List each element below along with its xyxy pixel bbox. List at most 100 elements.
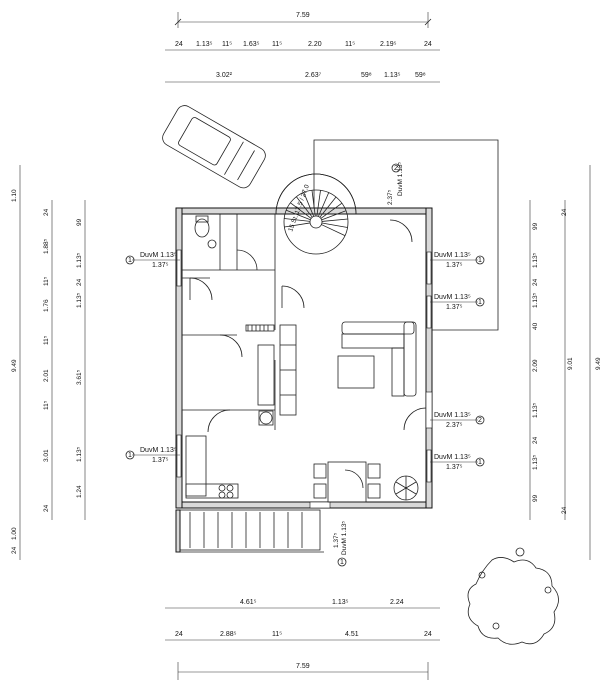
right-overall-dim: 9.49 xyxy=(595,357,602,370)
right-dim: 40 xyxy=(532,322,539,330)
window-label: DuvM 1.13⁵ xyxy=(397,162,404,196)
left-c2-dim: 1.13⁵ xyxy=(76,292,83,308)
marker-1: 1 xyxy=(128,452,132,459)
window-label: DuvM 1.13⁵ xyxy=(434,252,471,259)
drawing-line xyxy=(321,210,347,221)
drawing-line xyxy=(320,202,343,219)
window-label: 1.37⁵ xyxy=(446,262,463,269)
bottom-r2-dim: 4.51 xyxy=(345,631,359,638)
kitchen-fixtures xyxy=(185,324,297,499)
dining-table xyxy=(313,461,381,503)
marker-2: 2 xyxy=(394,165,398,172)
right-dim: 24 xyxy=(532,436,539,444)
house-walls xyxy=(175,207,433,509)
window-label: DuvM 1.13⁵ xyxy=(140,447,177,454)
top-r1-dim: 24 xyxy=(424,41,432,48)
top-r1-dim: 1.63⁵ xyxy=(243,41,260,48)
right-dim: 24 xyxy=(561,208,568,216)
marker-1: 1 xyxy=(478,257,482,264)
drawing-line xyxy=(284,222,311,228)
entrance-steps xyxy=(175,509,324,553)
left-overall-dim: 9.49 xyxy=(11,359,18,372)
left-outer-dim: 1.00 xyxy=(11,527,18,540)
window-label: DuvM 1.13⁵ xyxy=(434,454,471,461)
drawing-line xyxy=(286,209,311,221)
bottom-r2-dim: 11⁵ xyxy=(272,631,282,638)
marker-2: 2 xyxy=(478,417,482,424)
car-outline xyxy=(162,105,266,189)
left-c2-dim: 1.13⁵ xyxy=(76,446,83,462)
right-dim: 99 xyxy=(532,222,539,230)
drawing-line xyxy=(303,192,315,217)
bathroom-fixtures xyxy=(194,215,217,249)
left-c1-dim: 24 xyxy=(11,546,18,554)
left-c1-dim: 11⁵ xyxy=(43,400,50,410)
left-c2-dim: 1.24 xyxy=(76,485,83,498)
bottom-r2-dim: 24 xyxy=(424,631,432,638)
left-c2-dim: 1.13⁵ xyxy=(76,252,83,268)
window-label: 1.37⁵ xyxy=(152,457,169,464)
right-dim: 24 xyxy=(561,506,568,514)
marker-1: 1 xyxy=(478,459,482,466)
window-label: DuvM 1.13⁵ xyxy=(140,252,177,259)
left-c1-dim: 11⁵ xyxy=(43,276,50,286)
top-r1-dim: 2.19⁵ xyxy=(380,41,397,48)
window-label: 1.37⁵ xyxy=(152,262,169,269)
left-c2-dim: 24 xyxy=(76,278,83,286)
top-r2-dim: 1.13⁵ xyxy=(384,72,401,79)
left-c1-dim: 2.01 xyxy=(43,369,50,382)
coffee-table xyxy=(337,355,375,389)
window-label: DuvM 1.13⁵ xyxy=(341,521,348,555)
top-dimension-lines: 7.59 24 1.13⁵ 11⁵ 1.63⁵ 11⁵ 2.20 11⁵ 2.1… xyxy=(165,12,440,83)
right-dim: 24 xyxy=(532,278,539,286)
window-label: DuvM 1.13⁵ xyxy=(434,412,471,419)
bottom-r1-dim: 2.24 xyxy=(390,599,404,606)
window-label: 1.37⁵ xyxy=(446,464,463,471)
drawing-line xyxy=(318,192,330,217)
bottom-r2-dim: 24 xyxy=(175,631,183,638)
drawing-line xyxy=(321,222,348,228)
top-r1-dim: 24 xyxy=(175,41,183,48)
window-label: 2.37⁵ xyxy=(387,189,394,205)
drawing-line xyxy=(321,224,346,236)
window-label: 1.37⁵ xyxy=(446,304,463,311)
window-label: 1.37⁵ xyxy=(333,532,340,548)
left-c2-dim: 99 xyxy=(76,218,83,226)
left-c1-dim: 3.01 xyxy=(43,449,50,462)
top-r2-dim: 59⁸ xyxy=(415,72,426,79)
drawing-line xyxy=(296,196,313,218)
window-label: 2.37⁵ xyxy=(446,422,463,429)
right-dim: 1.13⁵ xyxy=(532,402,539,418)
top-r1-dim: 1.13⁵ xyxy=(196,41,213,48)
top-overall-dim: 7.59 xyxy=(296,12,310,19)
drawing-line xyxy=(319,196,337,218)
plant-symbol xyxy=(393,475,419,501)
bottom-r1-dim: 4.61⁵ xyxy=(240,599,257,606)
sofa xyxy=(341,321,417,397)
right-dim: 99 xyxy=(532,494,539,502)
top-r1-dim: 11⁵ xyxy=(345,41,355,48)
top-r2-dim: 59⁸ xyxy=(361,72,372,79)
bottom-r1-dim: 1.13⁵ xyxy=(332,599,349,606)
right-dim: 2.09 xyxy=(532,359,539,372)
marker-1: 1 xyxy=(478,299,482,306)
left-c2-dim: 3.61⁵ xyxy=(76,369,83,385)
marker-1: 1 xyxy=(128,257,132,264)
right-inner-dim: 9.01 xyxy=(567,357,574,370)
marker-1: 1 xyxy=(340,559,344,566)
right-dimension-lines: 9.49 9.01 24 99 1.13⁵ 24 1.13⁵ 40 2.09 1… xyxy=(529,165,602,560)
top-r1-dim: 2.20 xyxy=(308,41,322,48)
top-r2-dim: 3.02² xyxy=(216,72,233,79)
bottom-dimension-lines: 4.61⁵ 1.13⁵ 2.24 24 2.88⁵ 11⁵ 4.51 24 7.… xyxy=(165,599,440,680)
left-dimension-lines: 9.49 1.10 1.00 24 1.88⁵ 11⁵ 1.76 11⁵ 2.0… xyxy=(11,165,86,560)
left-outer-dim: 1.10 xyxy=(11,189,18,202)
left-c1-dim: 24 xyxy=(43,504,50,512)
drawing-line xyxy=(316,190,321,217)
top-r1-dim: 11⁵ xyxy=(222,41,232,48)
bottom-overall-dim: 7.59 xyxy=(296,663,310,670)
right-dim: 1.13⁵ xyxy=(532,252,539,268)
top-r2-dim: 2.63⁷ xyxy=(305,72,322,79)
drawing-line xyxy=(290,202,312,219)
left-c1-dim: 1.88⁵ xyxy=(43,238,50,254)
